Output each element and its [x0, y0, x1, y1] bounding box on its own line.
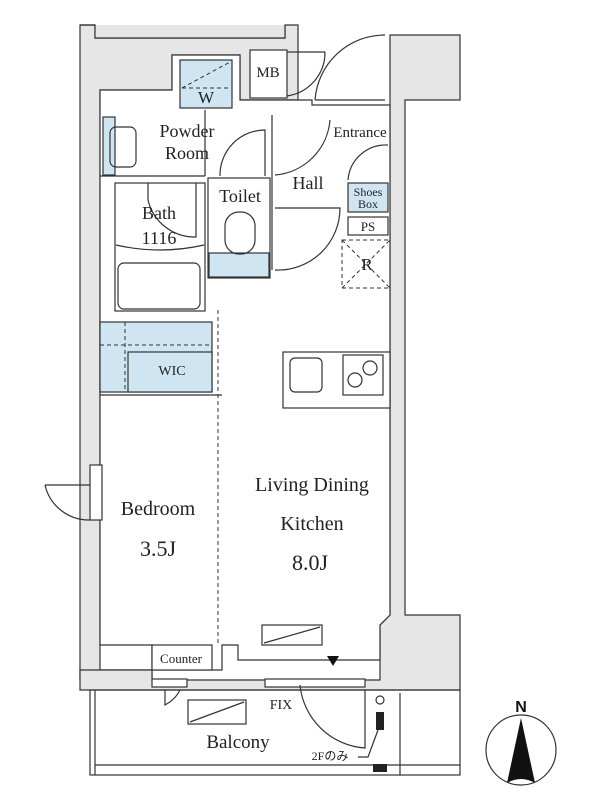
bathtub: [117, 262, 201, 310]
kitchen-counter: [282, 351, 391, 409]
label-box: Box: [358, 197, 378, 211]
label-ldk-1: Living Dining: [255, 474, 369, 496]
mb-closet: [249, 49, 288, 99]
mb-door[interactable]: [286, 51, 326, 97]
label-entrance: Entrance: [333, 125, 387, 141]
vanity-sink: [102, 116, 116, 176]
label-w: W: [198, 88, 215, 107]
bath-door[interactable]: [147, 183, 197, 238]
label-wic: WIC: [158, 364, 185, 379]
label-mb: MB: [256, 65, 279, 81]
balcony-door[interactable]: [299, 684, 366, 749]
label-toilet: Toilet: [219, 186, 261, 206]
balcony-sliding-door[interactable]: [264, 678, 366, 688]
shoes-box: [347, 182, 389, 213]
label-bedroom-size: 3.5J: [140, 536, 177, 561]
counter: [151, 644, 213, 671]
label-balcony: Balcony: [206, 732, 270, 753]
entrance-marker-icon: [327, 656, 339, 666]
label-counter: Counter: [160, 651, 203, 666]
stove: [342, 354, 384, 396]
emergency-ladder: [373, 764, 387, 772]
label-ldk-2: Kitchen: [280, 513, 343, 535]
label-bath-size: 1116: [142, 228, 177, 248]
kitchen-sink: [289, 357, 323, 393]
north-label: N: [515, 699, 527, 716]
toilet-bowl: [224, 211, 256, 255]
entrance-door[interactable]: [314, 34, 386, 101]
ldk-door[interactable]: [274, 207, 341, 271]
label-fix: FIX: [270, 698, 293, 713]
label-r: R: [361, 255, 373, 274]
label-room: Room: [165, 143, 209, 163]
label-ldk-size: 8.0J: [292, 550, 329, 575]
refrigerator-space: [341, 239, 391, 289]
bathroom: [114, 182, 206, 312]
label-ps: PS: [361, 219, 375, 234]
label-bath: Bath: [142, 203, 176, 223]
bedroom-window[interactable]: [89, 464, 103, 521]
air-conditioner: [261, 624, 323, 646]
label-shoes: Shoes: [354, 185, 383, 199]
label-hall: Hall: [293, 173, 324, 193]
balcony: [89, 689, 461, 776]
label-powder: Powder: [160, 121, 215, 141]
north-arrow-icon: [507, 718, 535, 783]
label-bedroom: Bedroom: [121, 498, 196, 520]
hall-door[interactable]: [274, 119, 331, 176]
label-2f-only: 2Fのみ: [312, 749, 349, 763]
pipe-space: [347, 216, 389, 236]
toilet-door[interactable]: [219, 129, 266, 177]
north-compass: N: [485, 699, 557, 786]
